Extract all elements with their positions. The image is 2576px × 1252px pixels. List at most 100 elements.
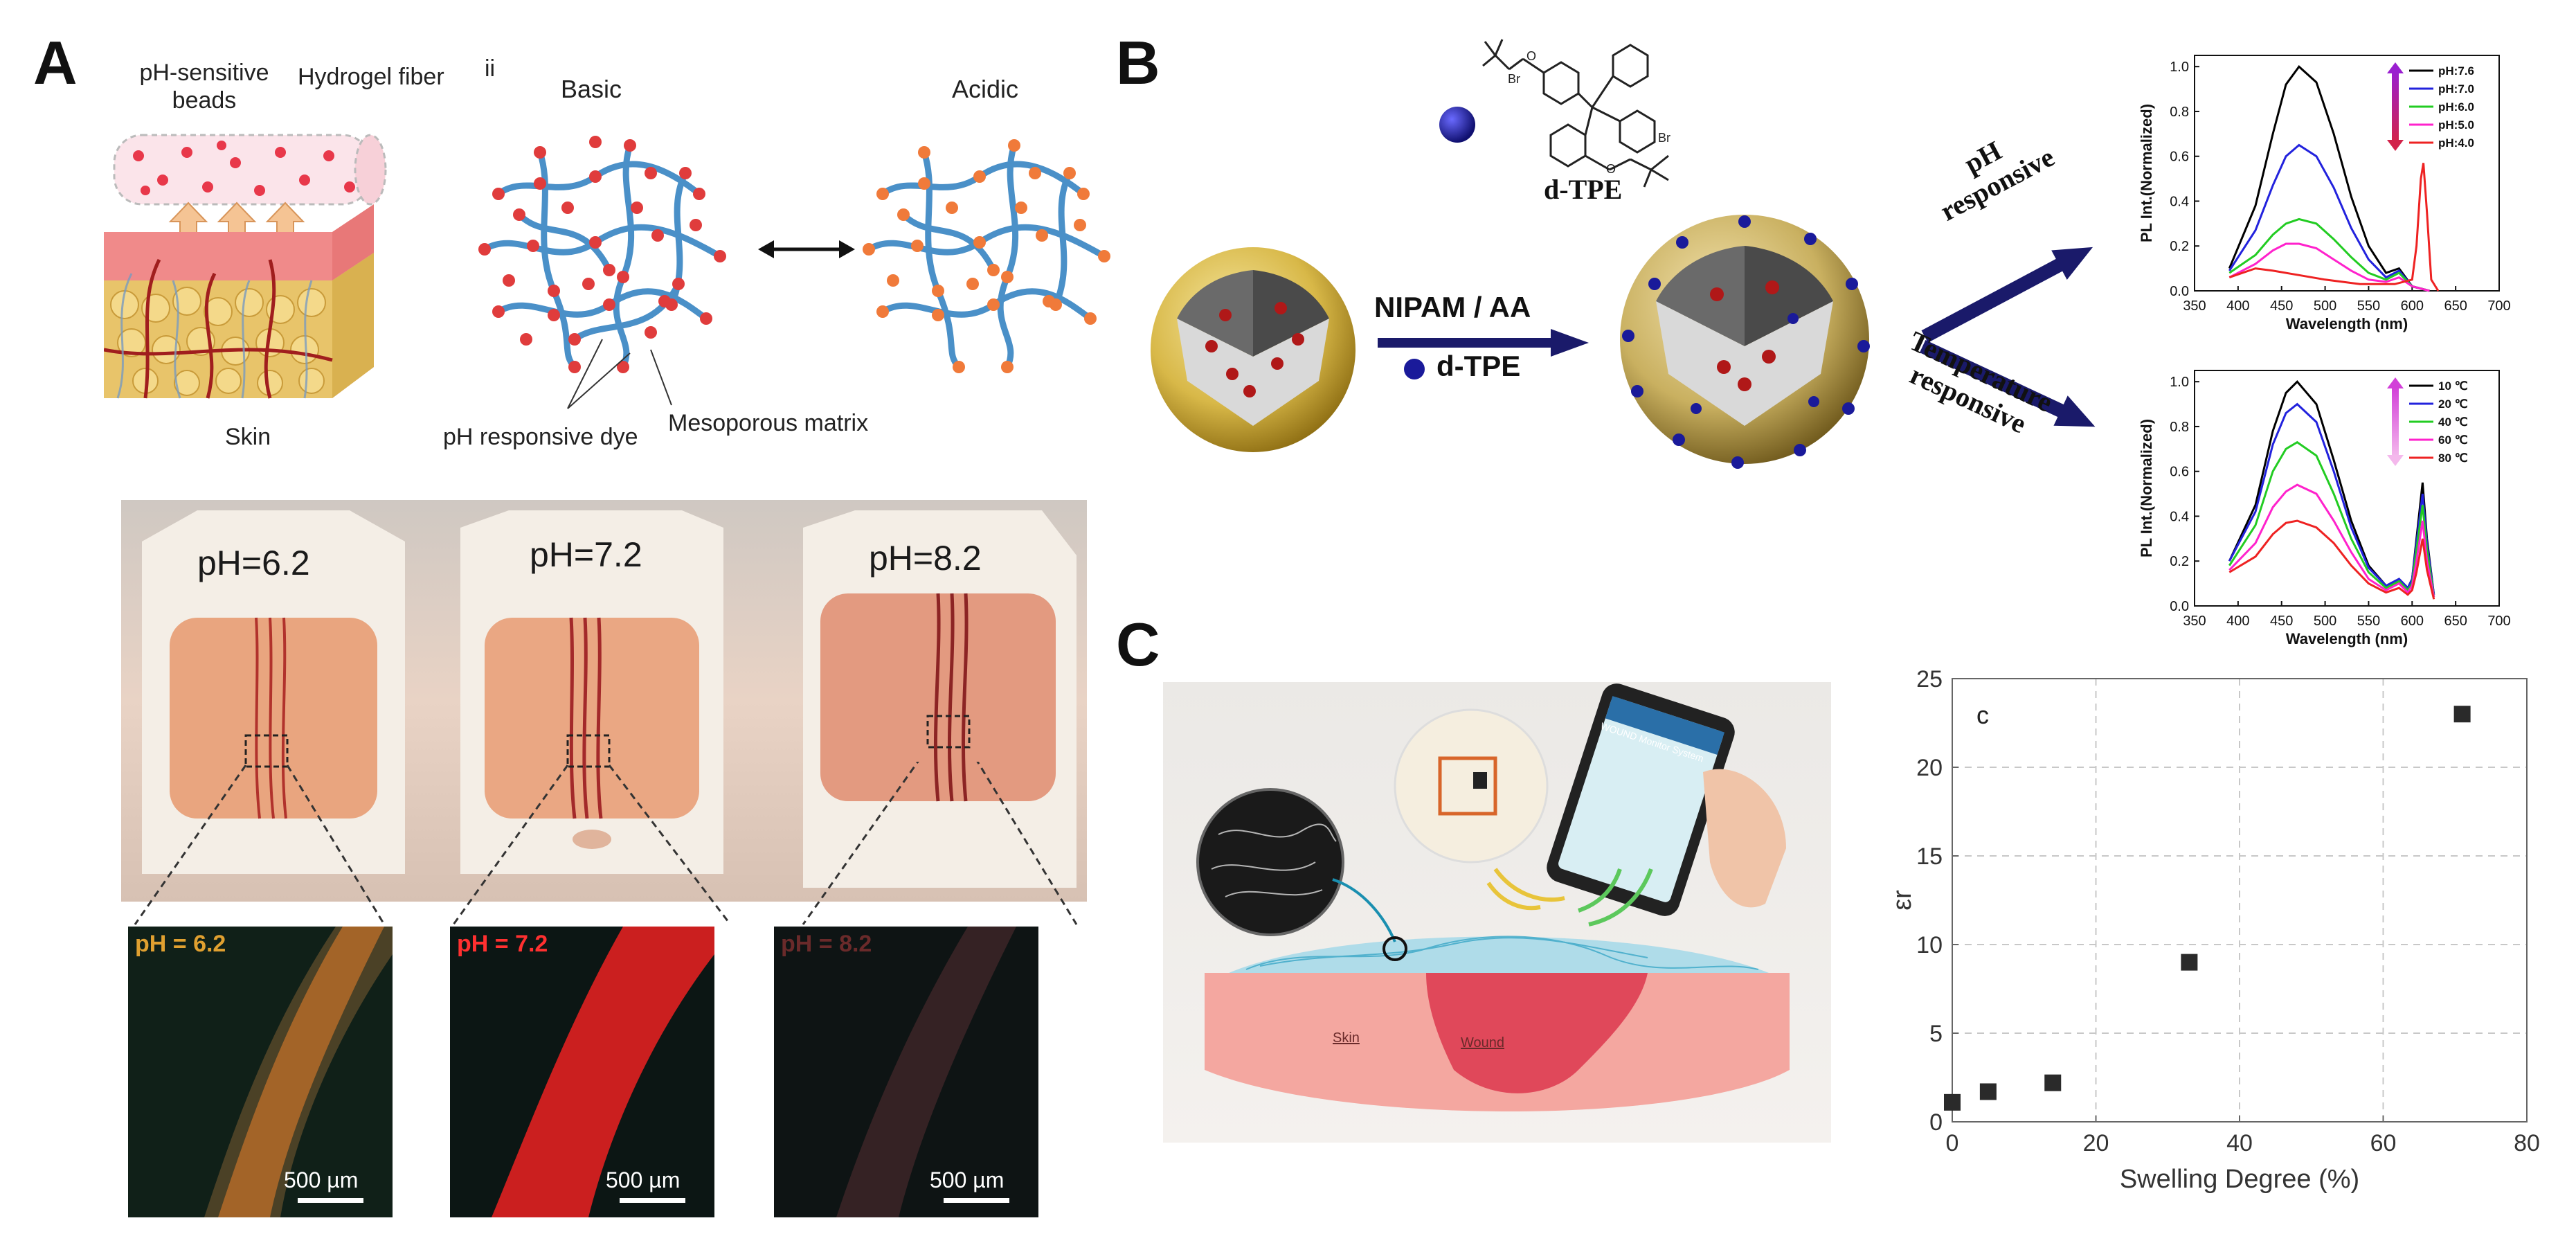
legend-label: 80 ℃ xyxy=(2438,451,2468,465)
svg-text:Br: Br xyxy=(1658,131,1670,145)
x-tick-label: 500 xyxy=(2314,614,2336,629)
skin-label: Skin xyxy=(1333,1030,1360,1046)
y-axis-label: PL Int.(Normalized) xyxy=(2138,419,2155,557)
series-line xyxy=(2228,440,2435,598)
x-tick-label: 650 xyxy=(2444,298,2467,314)
y-tick-label: 10 xyxy=(1916,932,1943,958)
zoom-lines xyxy=(134,762,1078,925)
legend-arrow-head-down xyxy=(2387,140,2404,151)
series-line xyxy=(2228,217,2430,292)
dtpe-bead xyxy=(1439,107,1475,143)
y-tick-label: 25 xyxy=(1916,666,1943,692)
legend-arrow-head-up xyxy=(2387,377,2404,388)
y-tick-label: 0.8 xyxy=(2170,420,2189,435)
series-line xyxy=(2228,402,2435,595)
micro-label-3: pH = 8.2 xyxy=(781,931,872,957)
scale-bar-3 xyxy=(944,1198,1009,1203)
legend-arrow-head-down xyxy=(2387,455,2404,466)
double-arrow xyxy=(758,240,855,258)
dye-callout: pH responsive dye xyxy=(443,424,638,450)
photo-label-3: pH=8.2 xyxy=(869,539,982,578)
x-tick-label: 550 xyxy=(2357,298,2380,314)
micro-label-2: pH = 7.2 xyxy=(457,931,548,957)
beads-callout: pH-sensitive beads xyxy=(139,60,269,114)
x-axis-label: Wavelength (nm) xyxy=(2286,630,2408,647)
y-tick-label: 0.2 xyxy=(2170,554,2189,569)
x-axis-label: Swelling Degree (%) xyxy=(2120,1165,2359,1194)
x-tick-label: 40 xyxy=(2226,1130,2253,1156)
legend-label: pH:4.0 xyxy=(2438,136,2474,150)
x-tick-label: 80 xyxy=(2514,1130,2540,1156)
y-axis-label: PL Int.(Normalized) xyxy=(2138,104,2155,242)
arrow-top-label: NIPAM / AA xyxy=(1374,291,1531,323)
y-tick-label: 0.0 xyxy=(2170,284,2189,299)
x-tick-label: 550 xyxy=(2357,614,2380,629)
dtpe-molecule: Br O O Br xyxy=(1482,39,1670,188)
data-point xyxy=(1979,1083,1997,1100)
fiber-callout: Hydrogel fiber xyxy=(298,64,444,90)
y-tick-label: 0.8 xyxy=(2170,105,2189,120)
panel-label-a: A xyxy=(33,28,78,97)
acidic-label: Acidic xyxy=(952,75,1019,103)
x-tick-label: 700 xyxy=(2487,298,2510,314)
y-tick-label: 0.6 xyxy=(2170,465,2189,480)
y-tick-label: 0 xyxy=(1929,1109,1943,1136)
response-arrows xyxy=(1919,247,2096,427)
skin-fiber-schematic xyxy=(104,134,387,399)
legend-arrow-head-up xyxy=(2387,62,2404,73)
scale-label-3: 500 µm xyxy=(930,1168,1005,1192)
y-tick-label: 0.6 xyxy=(2170,150,2189,165)
micro-label-1: pH = 6.2 xyxy=(135,931,226,957)
svg-text:Br: Br xyxy=(1508,72,1520,86)
wound-monitor-art xyxy=(1196,683,1790,1111)
micrograph-1: pH = 6.2 500 µm xyxy=(128,927,393,1217)
y-axis-label: εr xyxy=(1890,890,1917,911)
legend-label: 60 ℃ xyxy=(2438,433,2468,447)
panel-label-b: B xyxy=(1116,28,1160,97)
x-axis-label: Wavelength (nm) xyxy=(2286,315,2408,332)
series-line xyxy=(2228,519,2435,600)
skin-callout: Skin xyxy=(225,424,271,450)
y-tick-label: 0.2 xyxy=(2170,239,2189,254)
legend-trend-arrow xyxy=(2392,72,2399,141)
arrow-bead xyxy=(1404,359,1425,379)
legend-trend-arrow xyxy=(2392,387,2399,456)
legend-label: pH:7.0 xyxy=(2438,82,2474,96)
photo-label-2: pH=7.2 xyxy=(530,535,642,574)
y-tick-label: 0.4 xyxy=(2170,194,2189,209)
matrix-callout: Mesoporous matrix xyxy=(668,410,869,436)
x-tick-label: 400 xyxy=(2226,298,2249,314)
x-tick-label: 500 xyxy=(2314,298,2336,314)
series-line xyxy=(2228,64,2430,292)
svg-text:O: O xyxy=(1526,49,1536,63)
photo-label-1: pH=6.2 xyxy=(197,544,310,582)
y-tick-label: 20 xyxy=(1916,755,1943,781)
data-point xyxy=(2453,706,2471,723)
series-line xyxy=(2228,483,2435,598)
y-tick-label: 15 xyxy=(1916,843,1943,870)
y-tick-label: 0.4 xyxy=(2170,509,2189,524)
x-tick-label: 20 xyxy=(2083,1130,2109,1156)
x-tick-label: 600 xyxy=(2401,614,2424,629)
legend-label: 40 ℃ xyxy=(2438,415,2468,429)
coated-particle xyxy=(1620,215,1870,469)
dressing-photo: pH=6.2 pH=7.2 pH=8.2 xyxy=(121,500,1087,902)
arrow-bottom-label: d-TPE xyxy=(1436,350,1521,382)
basic-network xyxy=(478,136,726,373)
x-tick-label: 650 xyxy=(2444,614,2467,629)
legend-label: 10 ℃ xyxy=(2438,379,2468,393)
legend-label: 20 ℃ xyxy=(2438,397,2468,411)
molecule-name: d-TPE xyxy=(1544,174,1623,205)
y-tick-label: 5 xyxy=(1929,1021,1943,1047)
data-point xyxy=(2044,1074,2062,1091)
plot-annotation: c xyxy=(1976,701,1989,729)
x-tick-label: 700 xyxy=(2487,614,2510,629)
legend-label: pH:7.6 xyxy=(2438,64,2474,78)
core-particle xyxy=(1151,247,1355,452)
x-tick-label: 450 xyxy=(2270,614,2293,629)
wound-monitor-illustration: WOUND Monitor System Skin Wound xyxy=(1163,682,1831,1143)
data-point xyxy=(1944,1093,1961,1111)
